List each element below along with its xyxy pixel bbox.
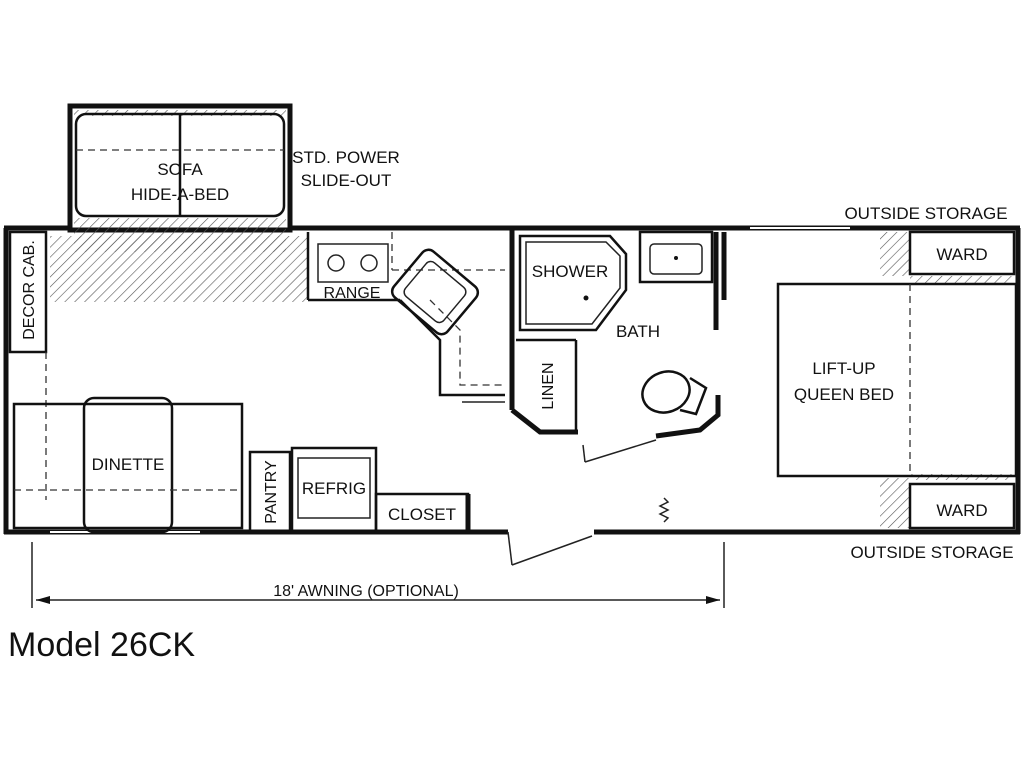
awning-dimension <box>31 542 725 608</box>
pantry-label: PANTRY <box>263 460 280 524</box>
closet-label: CLOSET <box>388 505 456 524</box>
slide-label-1: STD. POWER <box>292 148 400 167</box>
range-label: RANGE <box>324 285 381 302</box>
shower-label: SHOWER <box>532 262 609 281</box>
outside-storage-bottom-label: OUTSIDE STORAGE <box>850 543 1013 562</box>
ward-bottom-label: WARD <box>936 501 987 520</box>
bath-walls <box>509 230 721 463</box>
dinette-label: DINETTE <box>92 455 165 474</box>
awning-label: 18' AWNING (OPTIONAL) <box>273 583 459 600</box>
ward-top-label: WARD <box>936 245 987 264</box>
slide-label-2: SLIDE-OUT <box>301 171 392 190</box>
refrig-label: REFRIG <box>302 479 366 498</box>
entry-door <box>507 497 670 566</box>
pantry-refrig-closet <box>248 446 471 534</box>
bedroom <box>721 230 1018 530</box>
bath-label: BATH <box>616 322 660 341</box>
slide-out <box>67 103 293 252</box>
decor-cabinet <box>8 230 48 500</box>
dinette <box>12 396 244 534</box>
sofa-label-1: SOFA <box>157 160 203 179</box>
model-title: Model 26CK <box>8 626 195 664</box>
kitchen-counter <box>306 232 505 403</box>
bed-label-2: QUEEN BED <box>794 385 894 404</box>
trailer-outer-wall <box>3 225 1021 535</box>
outside-storage-top-label: OUTSIDE STORAGE <box>844 204 1007 223</box>
linen-label: LINEN <box>540 362 557 409</box>
sofa-label-2: HIDE-A-BED <box>131 185 229 204</box>
bed-label-1: LIFT-UP <box>812 359 875 378</box>
slide-floor-hatch <box>50 236 308 302</box>
decor-cab-label: DECOR CAB. <box>21 240 38 340</box>
